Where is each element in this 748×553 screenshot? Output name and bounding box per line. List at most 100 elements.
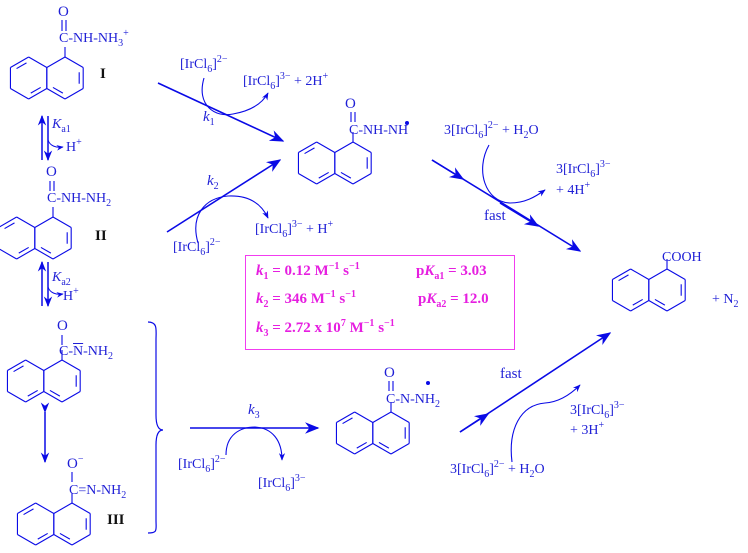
label-segment: s xyxy=(339,263,350,279)
label-segment: II xyxy=(95,228,107,244)
label-segment: 6 xyxy=(200,247,206,258)
label-segment: + 3H xyxy=(570,423,599,438)
label-segment: = 3.03 xyxy=(444,263,487,279)
label-segment: −1 xyxy=(345,289,356,300)
label-segment: C-NH- xyxy=(349,123,388,138)
label-segment: 2 xyxy=(523,130,529,141)
k2-reagent: [IrCl6]2− xyxy=(173,237,221,258)
label-segment: H xyxy=(66,140,77,155)
fast-upper-rate-label: fast xyxy=(484,208,506,224)
k3-reagent: [IrCl6]2− xyxy=(178,454,226,475)
label-segment: COOH xyxy=(662,250,702,265)
label-segment: [IrCl xyxy=(178,457,206,472)
compound-iii-a-oxygen: O xyxy=(57,318,68,334)
compound-iii-a-group: C-N-NH2 xyxy=(59,344,114,362)
label-segment: 2− xyxy=(214,454,226,465)
compound-iii-a-naphthalene-ring xyxy=(6,350,81,403)
label-segment: [IrCl xyxy=(173,240,201,255)
label-segment: 6 xyxy=(590,169,596,180)
label-segment: p xyxy=(418,291,427,307)
compound-ii-label: II xyxy=(95,228,107,244)
constant-k1: k1 = 0.12 M−1 s−1 xyxy=(256,261,360,282)
label-segment: 2 xyxy=(108,351,114,362)
label-segment: fast xyxy=(500,366,522,382)
radical-2-oxygen: O xyxy=(384,365,395,381)
label-segment: 1 xyxy=(209,117,215,128)
k2-rate-label: k2 xyxy=(207,173,219,192)
compound-ii-naphthalene-ring xyxy=(0,207,72,260)
label-segment: -NH xyxy=(410,392,436,407)
k2-products: [IrCl6]3− + H+ xyxy=(255,220,333,240)
label-segment: [IrCl xyxy=(258,476,286,491)
label-segment: 6 xyxy=(604,410,610,421)
label-segment: 2− xyxy=(487,120,499,131)
radical-2-group: C-N-NH2 xyxy=(386,392,440,410)
k3-products: [IrCl6]3− xyxy=(258,474,306,494)
label-segment: −1 xyxy=(349,261,360,272)
constant-pka2: pKa2 = 12.0 xyxy=(418,291,489,310)
arrow-k1 xyxy=(157,82,285,142)
label-segment: −1 xyxy=(363,318,375,329)
label-segment: 3[IrCl xyxy=(444,123,479,138)
label-segment: 3− xyxy=(279,71,291,82)
constant-k2: k2 = 346 M−1 s−1 xyxy=(256,289,356,310)
label-segment: C- xyxy=(386,392,400,407)
label-segment: = 2.72 x 10 xyxy=(268,320,341,336)
label-segment: O xyxy=(46,164,57,180)
label-segment: 3 xyxy=(263,328,269,339)
curved-arrow-k2 xyxy=(195,195,269,244)
radical-1-group: C-NH-NH xyxy=(349,123,408,139)
label-segment: C-NH-NH xyxy=(59,31,119,46)
label-segment: 2 xyxy=(106,198,112,209)
label-segment: O xyxy=(57,318,68,334)
ka1-proton: H+ xyxy=(66,137,82,156)
ka1-label: Ka1 xyxy=(52,117,71,135)
label-segment: 2 xyxy=(121,490,127,501)
arrow-k2 xyxy=(166,159,282,233)
label-segment: 3[IrCl xyxy=(556,162,591,177)
label-segment: C- xyxy=(59,344,73,359)
fast-lower-rate-label: fast xyxy=(500,366,522,382)
label-segment: 6 xyxy=(478,130,484,141)
k1-products: [IrCl6]3− + 2H+ xyxy=(243,71,328,92)
label-segment: O xyxy=(58,4,69,20)
label-segment: I xyxy=(100,66,106,82)
label-segment: -NH xyxy=(83,344,109,359)
label-segment: ] xyxy=(212,57,217,72)
label-segment: a2 xyxy=(61,277,71,288)
compound-i-oxygen: O xyxy=(58,4,69,20)
compound-iii-b-group: C=N-NH2 xyxy=(69,483,127,501)
compound-iii-b-naphthalene-ring xyxy=(16,493,91,546)
label-segment: K xyxy=(52,117,62,132)
compound-i-naphthalene-ring xyxy=(9,47,84,100)
label-segment: k xyxy=(256,291,264,307)
label-segment: O xyxy=(384,365,395,381)
label-segment: O xyxy=(345,96,356,112)
label-segment: k xyxy=(203,109,210,125)
compound-iii-label: III xyxy=(107,512,125,528)
k3-rate-label: k3 xyxy=(248,402,260,421)
label-segment: k xyxy=(256,320,264,336)
constant-k3: k3 = 2.72 x 107 M−1 s−1 xyxy=(256,318,395,339)
label-segment: + xyxy=(76,137,82,148)
compound-ii-group: C-NH-NH2 xyxy=(47,191,112,209)
label-segment: M xyxy=(345,320,364,336)
ka2-proton: H+ xyxy=(63,286,79,305)
label-segment: 3− xyxy=(599,159,611,170)
label-segment: + xyxy=(73,286,79,297)
label-segment: [IrCl xyxy=(180,57,208,72)
label-segment: ] xyxy=(205,240,210,255)
label-segment: a2 xyxy=(436,299,447,310)
label-segment: 2− xyxy=(209,237,221,248)
label-segment: = 346 M xyxy=(268,291,325,307)
label-segment: + H xyxy=(498,123,524,138)
rate-constants-box xyxy=(245,255,515,350)
curved-arrow-fast-lower xyxy=(510,384,581,463)
label-segment: + 2H xyxy=(290,74,323,89)
label-segment: 6 xyxy=(205,464,211,475)
label-segment: K xyxy=(424,263,435,279)
label-segment: + H xyxy=(504,462,530,477)
coproduct-n2: + N2 xyxy=(712,292,739,310)
